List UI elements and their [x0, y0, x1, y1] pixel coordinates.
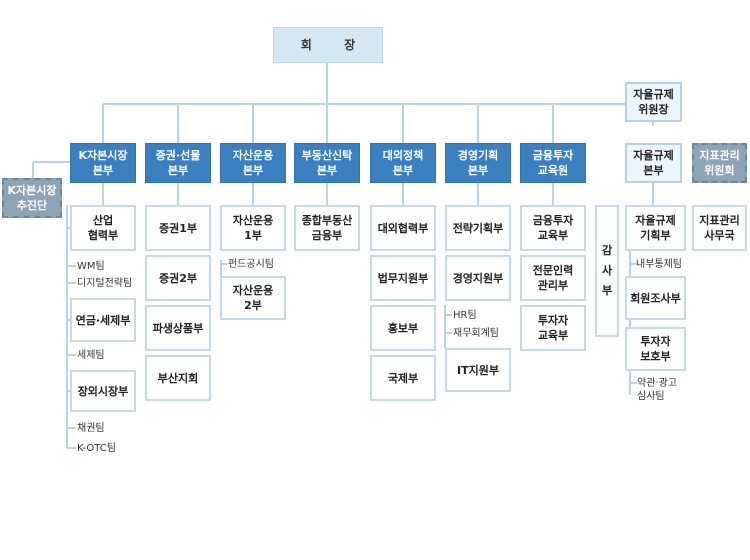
unit-member-investigation: 회원조사부 [625, 276, 686, 320]
team-k-otc: K-OTC팀 [77, 443, 116, 454]
team-hr: HR팀 [453, 310, 477, 321]
unit-asset-management-1: 자산운용 1부 [220, 205, 286, 251]
division-external-policy: 대외정책 본부 [370, 143, 436, 183]
audit-department: 감 사 부 [595, 205, 619, 337]
division-asset-management: 자산운용 본부 [220, 143, 286, 183]
team-terms-ad-review: 약관·광고 심사팀 [637, 378, 677, 402]
team-finance-accounting: 재무회계팀 [453, 328, 499, 339]
unit-derivatives: 파생상품부 [145, 305, 211, 351]
unit-industry-cooperation: 산업 협력부 [70, 205, 136, 251]
team-fund-disclosure: 펀드공시팀 [228, 259, 274, 270]
unit-busan-branch: 부산지회 [145, 355, 211, 401]
unit-professional-management: 전문인력 관리부 [520, 255, 586, 301]
self-regulation-hq: 자율규제 본부 [625, 143, 682, 183]
division-real-estate-trust: 부동산신탁 본부 [294, 143, 360, 183]
division-education-institute: 금융투자 교육원 [520, 143, 586, 183]
k-capital-market-promotion-unit: K자본시장 추진단 [2, 178, 62, 218]
unit-securities-2: 증권2부 [145, 255, 211, 301]
unit-legal-support: 법무지원부 [370, 255, 436, 301]
unit-public-relations: 홍보부 [370, 305, 436, 351]
division-securities-futures: 증권·선물 본부 [145, 143, 211, 183]
unit-otc-market: 장외시장부 [70, 370, 136, 412]
unit-it-support: IT지원부 [445, 348, 511, 392]
unit-securities-1: 증권1부 [145, 205, 211, 251]
self-regulation-chair: 자율규제 위원장 [625, 82, 682, 122]
unit-self-regulation-planning: 자율규제 기획부 [625, 205, 686, 251]
team-digital-strategy: 디지털전략팀 [77, 278, 133, 289]
unit-investor-education: 투자자 교육부 [520, 305, 586, 351]
division-k-capital: K자본시장 본부 [70, 143, 136, 183]
chairman-box: 회 장 [273, 27, 383, 63]
index-management-committee: 지표관리 위원회 [692, 143, 747, 183]
division-management-planning: 경영기획 본부 [445, 143, 511, 183]
team-internal-control: 내부통제팀 [636, 259, 682, 270]
team-wm: WM팀 [77, 261, 105, 272]
index-management-secretariat: 지표관리 사무국 [692, 205, 747, 251]
unit-management-support: 경영지원부 [445, 255, 511, 301]
unit-real-estate-finance: 종합부동산 금융부 [294, 205, 360, 251]
unit-pension-tax: 연금·세제부 [70, 298, 136, 342]
unit-international: 국제부 [370, 355, 436, 401]
unit-external-cooperation: 대외협력부 [370, 205, 436, 251]
unit-asset-management-2: 자산운용 2부 [220, 276, 286, 320]
unit-strategic-planning: 전략기획부 [445, 205, 511, 251]
team-tax: 세제팀 [77, 350, 105, 361]
unit-investor-protection: 투자자 보호부 [625, 327, 686, 371]
unit-investment-education: 금융투자 교육부 [520, 205, 586, 251]
team-bond: 채권팀 [77, 423, 105, 434]
